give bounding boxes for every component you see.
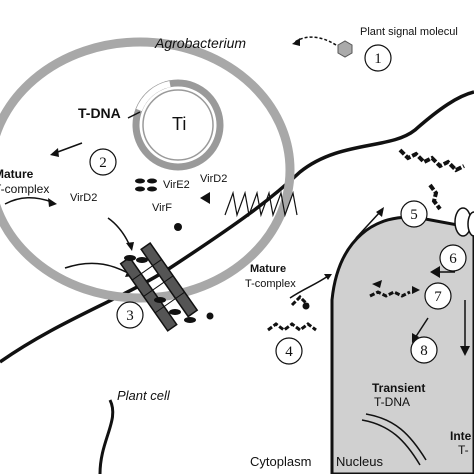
ti-plasmid-inner [142,89,214,161]
t-dna-segment [136,81,171,112]
t-dna-label: T-DNA [78,105,121,121]
transient-label: Transient [372,381,425,395]
nuclear-t-complex [369,290,411,298]
virD2-left-label: VirD2 [70,192,97,204]
transported-protein [124,255,136,261]
arrowhead-h [412,286,420,294]
step-5: 5 [410,207,418,223]
virD2-protein [200,192,210,204]
virE2-protein [135,178,145,184]
ti-plasmid [132,79,224,171]
step-8-circle [410,336,438,364]
virF-label: VirF [152,202,172,214]
virE2-label: VirE2 [163,179,190,191]
signal-arrow [294,36,337,46]
t-dna-pointer [127,111,141,119]
step-1-circle [364,44,392,72]
t-complex-mid-label: T-complex [245,278,296,290]
t-complex-chain-2 [428,183,442,211]
agrobacterium-label: Agrobacterium [154,35,246,51]
arrowhead-i [460,346,470,356]
virF-protein [174,223,182,231]
arrowhead-g [430,266,440,278]
ti-label: Ti [172,114,186,134]
step-5-circle [400,200,428,228]
step-7: 7 [434,289,442,305]
plant-cell-wall-lower [98,399,115,474]
t-complex-strand [267,322,317,332]
step-4-circle [275,337,303,365]
signal-arrowhead [292,38,300,46]
arrowhead-e [324,274,332,280]
virE2-protein [147,186,157,192]
substrate-entry-arrow [64,262,131,275]
transported-protein [136,257,148,263]
integrated-t-dna-label: T- [458,443,469,457]
cytoplasm-label: Cytoplasm [250,454,311,469]
transported-protein [184,317,196,323]
transient-t-dna-label: T-DNA [374,395,410,409]
transported-protein [206,312,214,320]
mature-mid-label: Mature [250,263,286,275]
step-2-circle [89,148,117,176]
step-3-circle [116,301,144,329]
step-6-circle [439,244,467,272]
agrobacterium-cell [0,37,295,303]
mature-to-virD2-arrow [4,197,53,205]
t-complex-strand-b [290,294,310,307]
t4ss-pore [119,242,199,332]
nuclear-pore-b [467,211,474,237]
t-complex-chain [398,148,465,173]
arrowhead-a [50,148,59,157]
arrowhead-f [376,207,384,217]
step-6: 6 [449,251,457,267]
transient-arrow [414,317,429,339]
t-complex-left-label: T-complex [0,182,49,196]
arrowhead-b [48,198,57,207]
t-complex-strand-c [289,275,329,299]
step-2: 2 [99,155,107,171]
nucleus-label: Nucleus [336,454,383,469]
signal-molecule-icon [337,40,353,58]
virE2-protein [147,178,157,184]
step-4: 4 [285,344,293,360]
step-1: 1 [374,51,382,67]
plant-signal-label: Plant signal molecul [360,26,458,38]
step-8: 8 [420,343,428,359]
transport-arrow [355,211,381,239]
step-7-circle [424,282,452,310]
virD2-right-label: VirD2 [200,173,227,185]
arrowhead-c [126,242,134,251]
virD2-to-pore-arrow [107,217,131,247]
arrowhead-j [412,333,419,343]
mature-left-label: Mature [0,167,34,181]
integrated-label: Inte [450,429,472,443]
step-3: 3 [126,308,134,324]
transported-protein [169,309,181,315]
t-dna-to-tcomplex-arrow [54,142,83,154]
transported-protein [154,297,166,303]
virE2-protein [135,186,145,192]
virD2-nuclear [372,280,382,288]
chromatin-strand [361,419,421,466]
plant-cell-label: Plant cell [117,388,171,403]
chromatin-strand [365,413,427,461]
pilus-coil [224,190,298,218]
